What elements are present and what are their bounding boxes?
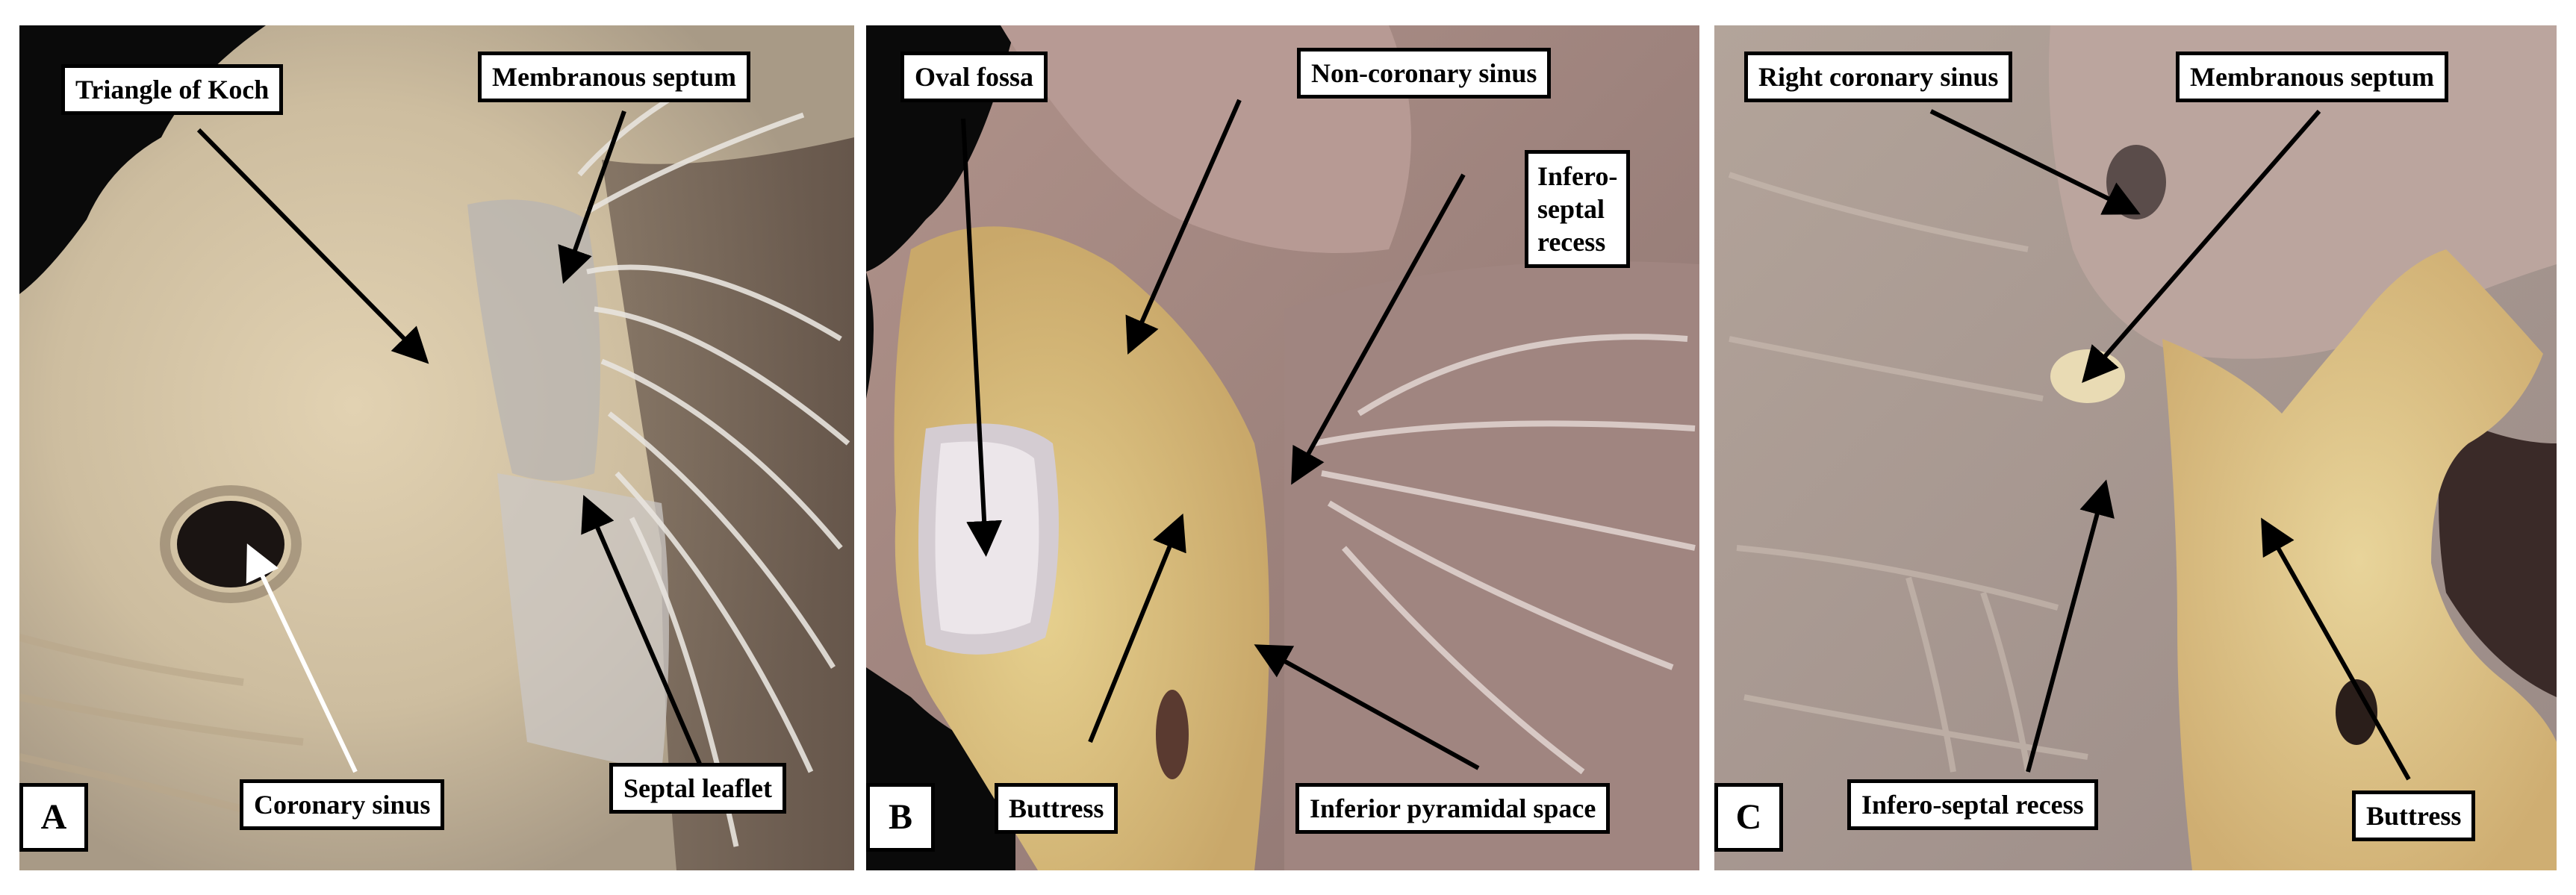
label-membranous-septum-c: Membranous septum — [2176, 52, 2449, 102]
label-coronary-sinus: Coronary sinus — [240, 779, 445, 830]
arrow-buttress-b — [1088, 513, 1186, 743]
arrow-infero-septal-recess-b — [1291, 173, 1466, 485]
label-triangle-of-koch: Triangle of Koch — [61, 64, 284, 115]
panel-letter-a: A — [19, 783, 88, 852]
arrow-septal-leaflet — [581, 494, 709, 781]
arrow-inferior-pyramidal-space — [1254, 644, 1480, 770]
arrow-non-coronary-sinus — [1125, 99, 1242, 355]
panel-c-photo: Right coronary sinus Membranous septum I… — [1714, 25, 2557, 870]
label-infero-septal-recess-b: Infero- septal recess — [1525, 150, 1631, 268]
label-oval-fossa: Oval fossa — [900, 52, 1048, 102]
label-non-coronary-sinus: Non-coronary sinus — [1297, 48, 1552, 99]
label-right-coronary-sinus: Right coronary sinus — [1744, 52, 2013, 102]
arrow-membranous-septum-c — [2082, 110, 2321, 384]
panel-b-photo: Oval fossa Non-coronary sinus Infero- se… — [866, 25, 1699, 870]
panel-a-arrows — [196, 110, 709, 781]
arrow-oval-fossa — [961, 118, 1003, 557]
arrow-buttress-c — [2261, 517, 2411, 781]
heart-dissection-photo-a — [19, 25, 854, 870]
panel-letter-b: B — [866, 783, 935, 852]
arrow-coronary-sinus — [246, 543, 358, 773]
label-buttress-b: Buttress — [995, 783, 1119, 834]
label-inferior-pyramidal-space: Inferior pyramidal space — [1295, 783, 1611, 834]
arrow-membranous-septum-a — [558, 110, 626, 284]
label-buttress-c: Buttress — [2352, 790, 2476, 841]
label-infero-septal-recess-c: Infero-septal recess — [1847, 779, 2098, 830]
arrow-triangle-of-koch — [196, 128, 429, 364]
panel-c-arrows — [1929, 109, 2411, 781]
panel-b-arrows — [961, 99, 1480, 770]
arrow-infero-septal-recess-c — [2026, 479, 2115, 773]
panel-a-photo: Triangle of Koch Membranous septum Coron… — [19, 25, 854, 870]
panel-letter-c: C — [1714, 783, 1783, 852]
label-septal-leaflet: Septal leaflet — [609, 763, 786, 814]
arrow-right-coronary-sinus — [1929, 109, 2141, 215]
label-membranous-septum-a: Membranous septum — [478, 52, 751, 102]
